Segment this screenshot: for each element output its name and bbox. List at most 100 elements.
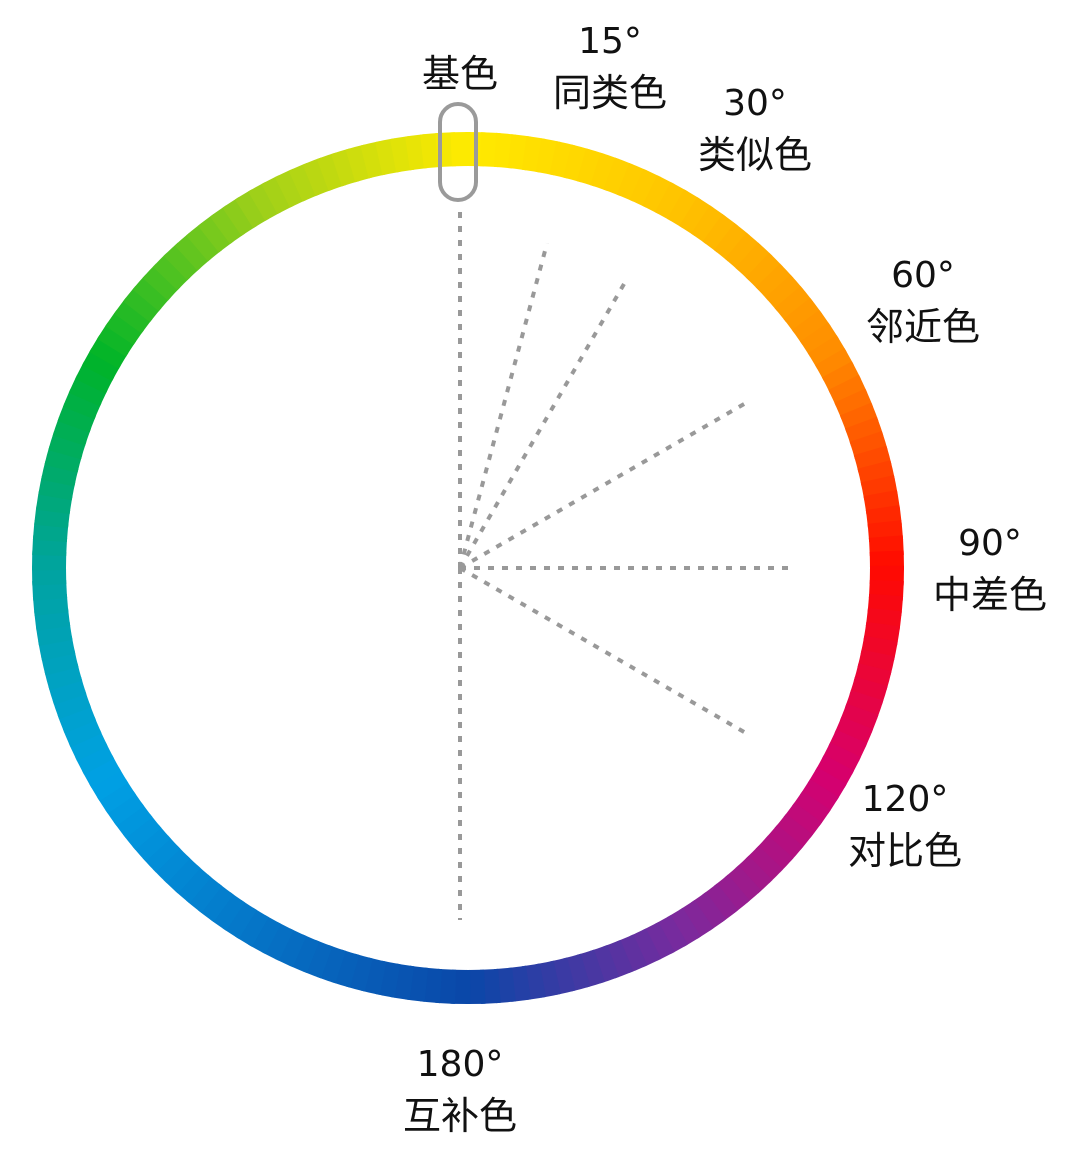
hue-ring-segment: [308, 568, 468, 1004]
hue-ring-segment: [468, 568, 503, 1004]
hue-ring-segment: [222, 568, 468, 968]
hue-ring-segment: [31, 549, 468, 571]
hue-ring-segment: [468, 270, 832, 568]
hue-ring-segment: [465, 568, 487, 1004]
angle-ray-120: [459, 566, 751, 737]
hue-ring-segment: [468, 568, 701, 976]
hue-ring-segment: [468, 568, 851, 841]
hue-ring-segment: [40, 568, 468, 758]
hue-ring-segment: [293, 134, 468, 569]
hue-ring-segment: [46, 568, 469, 772]
label-30-degrees-value: 30°: [723, 83, 787, 124]
hue-ring-segment: [468, 568, 904, 698]
hue-ring-segment: [370, 132, 468, 568]
hue-ring-segment: [135, 568, 468, 901]
hue-ring-segment: [468, 568, 904, 635]
hue-ring-segment: [170, 568, 469, 932]
hue-ring-segment: [468, 568, 582, 1004]
hue-ring-segment: [208, 176, 468, 568]
hue-ring-segment: [468, 246, 812, 569]
hue-ring-segment: [468, 568, 896, 758]
hue-ring-segment: [468, 568, 904, 603]
label-base-color-name: 基色: [421, 52, 498, 96]
hue-ring-segment: [468, 568, 714, 968]
hue-ring-segment: [468, 214, 778, 568]
hue-ring-segment: [53, 568, 468, 787]
label-60-degrees-value: 60°: [891, 255, 955, 296]
hue-ring-segment: [468, 408, 904, 568]
hue-ring-segment: [468, 568, 535, 1004]
hue-ring-segment: [468, 568, 868, 814]
hue-ring-segment: [468, 470, 904, 568]
hue-ring-segment: [468, 168, 714, 568]
hue-ring-segment: [468, 568, 902, 743]
hue-ring-segment: [468, 568, 778, 922]
hue-ring-segment: [31, 454, 468, 568]
hue-ring-segment: [468, 568, 801, 901]
hue-ring-segment: [323, 568, 468, 1004]
hue-ring-segment: [468, 568, 613, 1004]
hue-ring-segment: [76, 308, 468, 568]
hue-ring-segment: [40, 378, 468, 568]
hue-ring-segment: [222, 168, 468, 568]
hue-ring-segment: [468, 568, 790, 912]
hue-ring-segment: [94, 282, 468, 568]
hue-ring-segment: [146, 224, 469, 569]
hue-ring-segment: [468, 134, 643, 569]
hue-ring-segment: [31, 485, 468, 568]
hue-ring-segment: [31, 470, 468, 568]
hue-ring-segment: [468, 568, 842, 854]
hue-ring-segment: [338, 132, 468, 568]
hue-ring-segment: [31, 517, 468, 568]
hue-ring-segment: [468, 132, 598, 568]
hue-ring-segment: [468, 132, 503, 568]
label-15-degrees-name: 同类色: [552, 71, 667, 115]
hue-ring-segment: [468, 568, 890, 772]
hue-ring-segment: [31, 568, 468, 635]
hue-ring-segment: [468, 568, 551, 1004]
hue-ring-segment: [468, 568, 832, 866]
hue-ring-segment: [468, 322, 868, 568]
hue-ring-segment: [249, 568, 468, 983]
hue-ring-segment: [31, 568, 468, 728]
hue-ring-segment: [264, 146, 468, 569]
hue-ring-segment: [146, 568, 469, 912]
hue-ring-segment: [468, 568, 904, 666]
hue-ring-segment: [46, 364, 469, 568]
hue-ring-segment: [468, 194, 754, 568]
label-180-degrees-name: 互补色: [402, 1094, 517, 1138]
hue-ring-segment: [468, 568, 741, 951]
hue-ring-segment: [468, 423, 904, 568]
hue-ring-segment: [468, 568, 687, 983]
hue-ring-segment: [293, 568, 468, 1002]
hue-ring-segment: [468, 393, 902, 568]
label-30-degrees-name: 类似色: [697, 133, 812, 177]
hue-ring-segment: [124, 568, 469, 890]
hue-ring-segment: [468, 185, 741, 569]
hue-ring-segment: [468, 568, 904, 651]
hue-ring-segment: [135, 235, 468, 568]
label-90-degrees: 90° 中差色: [925, 523, 1055, 615]
hue-ring-segment: [235, 160, 468, 568]
hue-ring-segment: [468, 568, 598, 1004]
hue-ring-segment: [468, 568, 628, 1004]
hue-ring-segment: [158, 214, 468, 568]
hue-ring-segment: [468, 364, 890, 568]
hue-ring-segment: [34, 393, 469, 568]
label-30-degrees: 30° 类似色: [690, 83, 820, 177]
label-90-degrees-value: 90°: [958, 523, 1022, 564]
hue-ring-segment: [68, 568, 469, 814]
hue-ring-segment: [468, 568, 904, 728]
hue-ring-segment: [264, 568, 468, 990]
hue-ring-segment: [385, 568, 468, 1004]
hue-ring-segment: [468, 438, 904, 568]
hue-ring-segment: [468, 160, 701, 568]
hue-ring-segment: [182, 194, 468, 568]
hue-ring-segment: [468, 132, 582, 568]
hue-ring-segment: [104, 568, 468, 866]
hue-ring-segment: [468, 224, 790, 569]
hue-ring-segment: [31, 408, 468, 568]
label-60-degrees-name: 邻近色: [865, 305, 980, 349]
hue-ring-segment: [468, 454, 904, 568]
hue-ring-segment: [468, 153, 687, 568]
